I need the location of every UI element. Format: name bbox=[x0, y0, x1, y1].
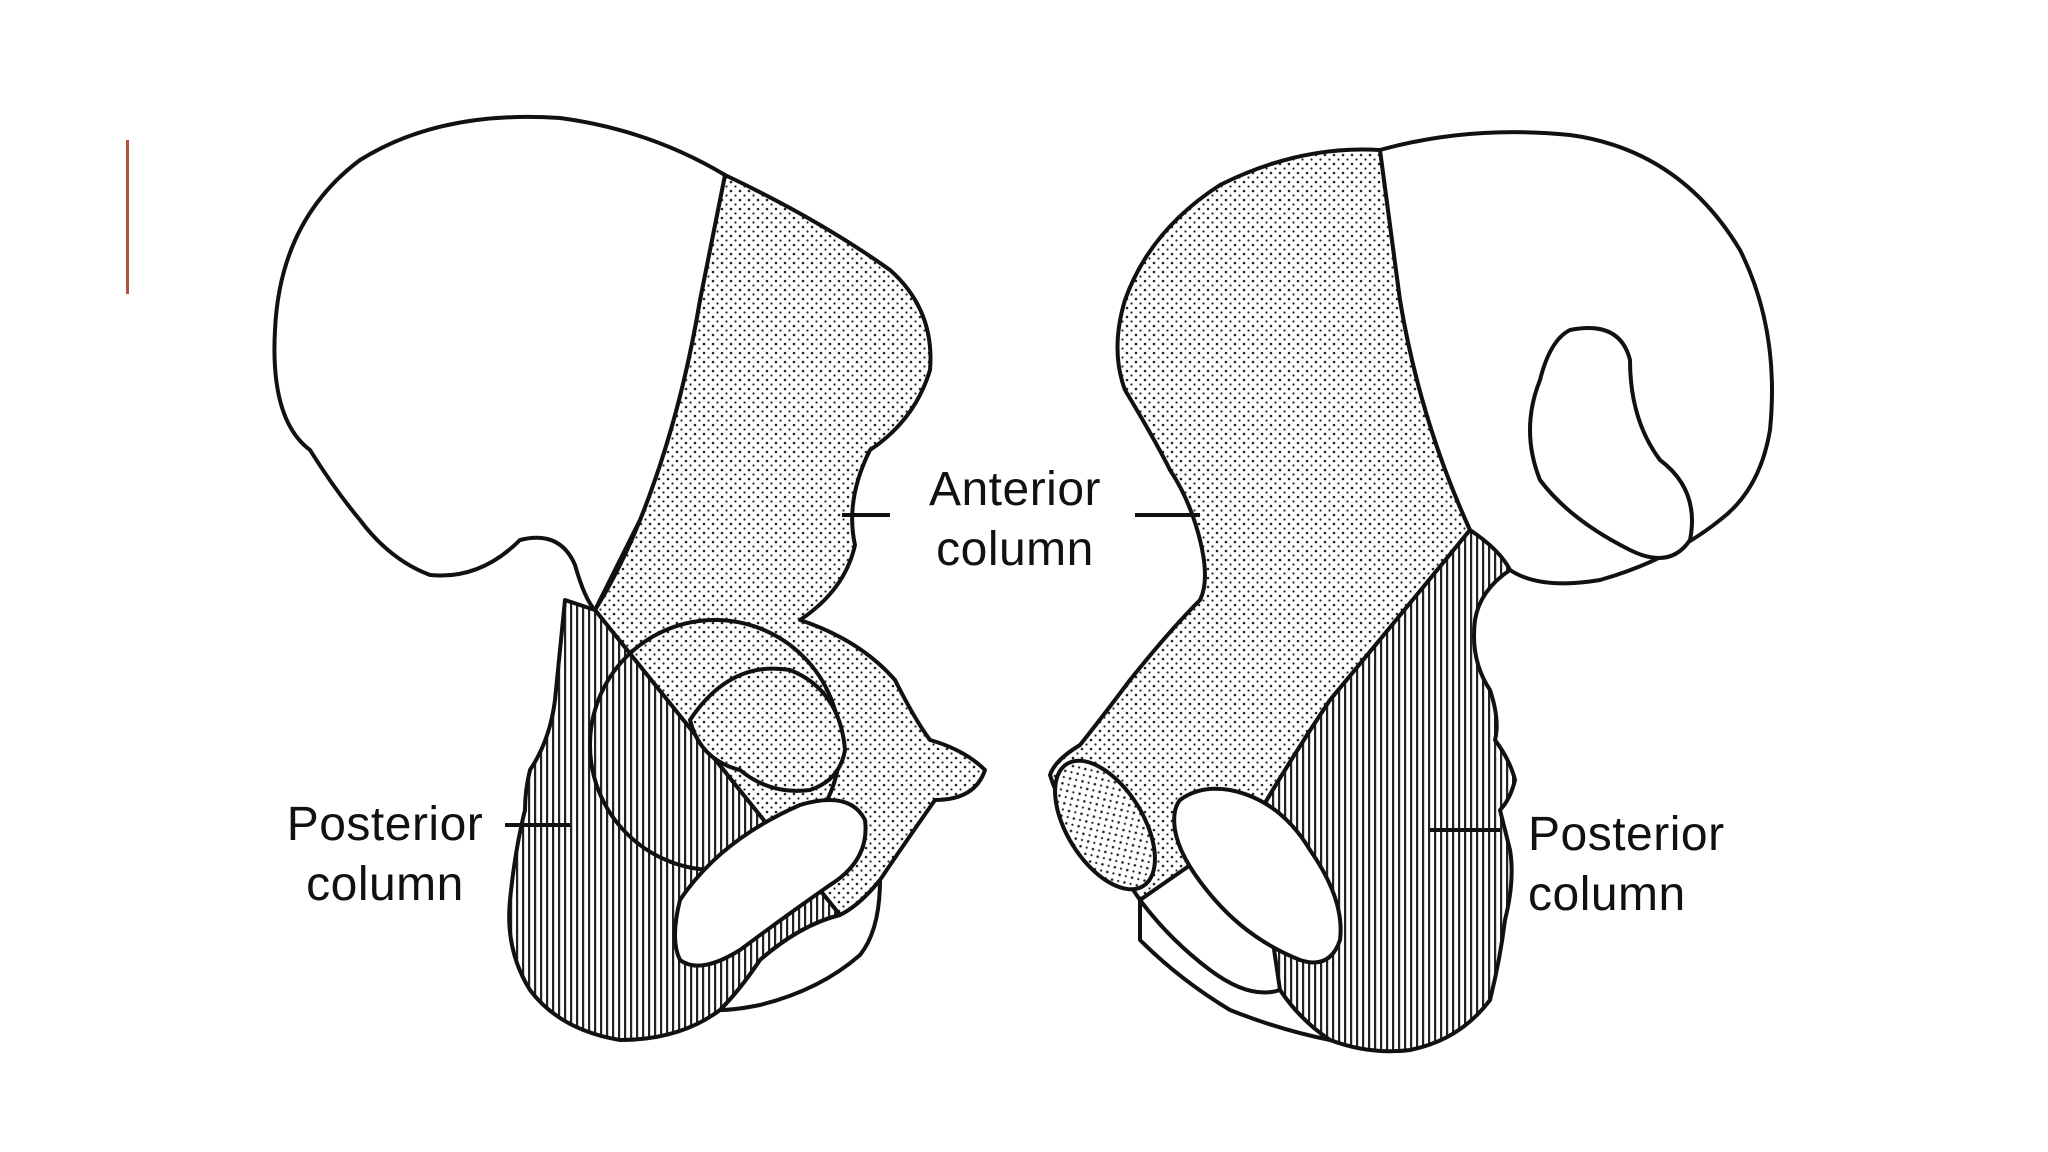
right-obturator-foramen bbox=[1172, 786, 1343, 965]
left-pubic-ramus bbox=[718, 878, 882, 1012]
posterior-left-line2: column bbox=[306, 858, 464, 911]
right-sciatic-outline bbox=[1528, 326, 1694, 560]
anterior-column-label: Anterior column bbox=[905, 460, 1125, 580]
left-hip-bone bbox=[272, 114, 987, 1042]
right-pubic-ramus bbox=[1138, 898, 1332, 1042]
left-iliac-wing bbox=[272, 114, 727, 612]
posterior-column-label-right: Posterior column bbox=[1528, 805, 1758, 925]
left-acetabular-fossa bbox=[688, 666, 847, 793]
leader-lines bbox=[505, 513, 1500, 832]
anterior-label-line2: column bbox=[936, 523, 1094, 576]
posterior-right-line2: column bbox=[1528, 868, 1686, 921]
right-pubic-symphysis bbox=[1053, 758, 1157, 892]
posterior-left-line1: Posterior bbox=[286, 798, 484, 851]
right-hip-bone bbox=[1048, 130, 1774, 1054]
anterior-label-line1: Anterior bbox=[928, 463, 1102, 516]
left-obturator-foramen bbox=[673, 798, 868, 968]
posterior-right-line1: Posterior bbox=[1528, 808, 1725, 861]
accent-bar bbox=[126, 140, 129, 294]
posterior-column-label-left: Posterior column bbox=[270, 795, 500, 915]
